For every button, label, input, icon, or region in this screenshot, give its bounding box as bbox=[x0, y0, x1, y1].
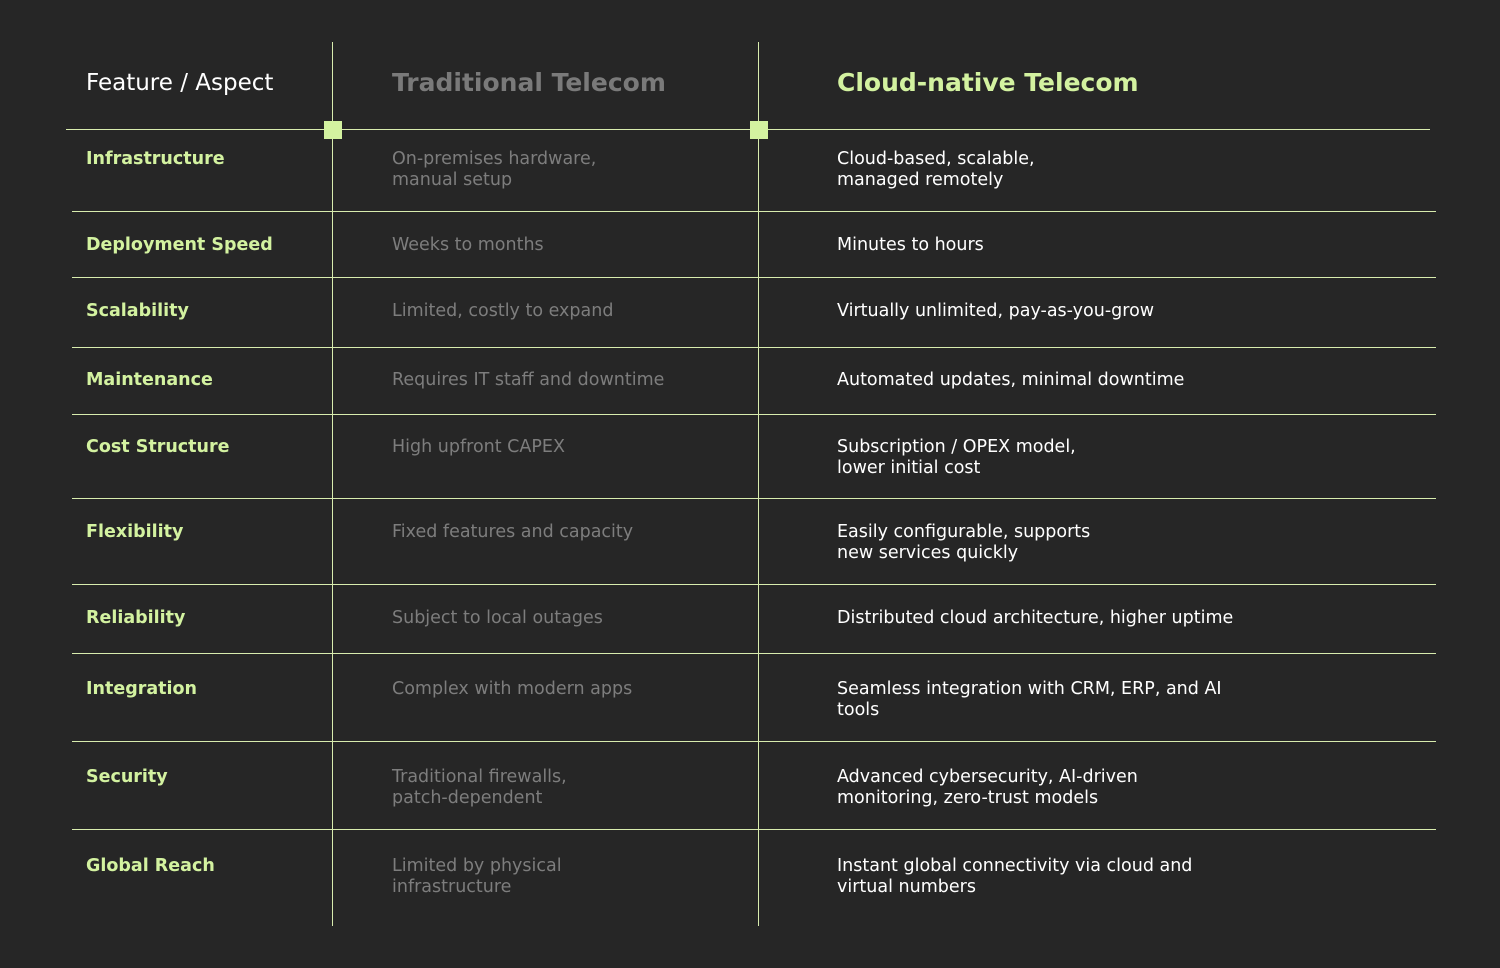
cloud-cell: Distributed cloud architecture, higher u… bbox=[837, 608, 1307, 629]
row-divider bbox=[72, 277, 1436, 278]
cell-line: Fixed features and capacity bbox=[392, 522, 634, 542]
cell-line: Subscription / OPEX model, bbox=[837, 437, 1076, 457]
intersection-square bbox=[324, 121, 342, 139]
feature-cell: Reliability bbox=[86, 608, 186, 628]
cell-line: managed remotely bbox=[837, 170, 1004, 190]
row-divider bbox=[72, 211, 1436, 212]
cloud-cell: Seamless integration with CRM, ERP, and … bbox=[837, 679, 1307, 721]
header-feature-aspect: Feature / Aspect bbox=[86, 70, 274, 96]
row-divider bbox=[72, 653, 1436, 654]
cell-line: Virtually unlimited, pay-as-you-grow bbox=[837, 301, 1155, 321]
traditional-cell: Limited by physical infrastructure bbox=[392, 856, 722, 898]
traditional-cell: Complex with modern apps bbox=[392, 679, 722, 700]
cell-line: manual setup bbox=[392, 170, 513, 190]
cell-line: High upfront CAPEX bbox=[392, 437, 565, 457]
header-cloud-native-telecom: Cloud-native Telecom bbox=[837, 68, 1139, 97]
header-traditional-telecom: Traditional Telecom bbox=[392, 68, 666, 97]
cloud-cell: Instant global connectivity via cloud an… bbox=[837, 856, 1307, 898]
cloud-cell: Easily configurable, supports new servic… bbox=[837, 522, 1307, 564]
traditional-cell: Fixed features and capacity bbox=[392, 522, 722, 543]
row-divider bbox=[72, 829, 1436, 830]
cell-line: Minutes to hours bbox=[837, 235, 984, 255]
cell-line: Instant global connectivity via cloud an… bbox=[837, 856, 1193, 876]
cell-line: Limited by physical bbox=[392, 856, 562, 876]
traditional-cell: Traditional firewalls, patch-dependent bbox=[392, 767, 722, 809]
cell-line: Weeks to months bbox=[392, 235, 544, 255]
cloud-cell: Cloud-based, scalable, managed remotely bbox=[837, 149, 1307, 191]
row-divider bbox=[72, 741, 1436, 742]
feature-cell: Infrastructure bbox=[86, 149, 225, 169]
row-divider bbox=[72, 414, 1436, 415]
feature-cell: Scalability bbox=[86, 301, 189, 321]
cell-line: Advanced cybersecurity, AI-driven bbox=[837, 767, 1138, 787]
cell-line: new services quickly bbox=[837, 543, 1019, 563]
cell-line: lower initial cost bbox=[837, 458, 981, 478]
cell-line: Complex with modern apps bbox=[392, 679, 633, 699]
traditional-cell: Requires IT staff and downtime bbox=[392, 370, 722, 391]
cell-line: Seamless integration with CRM, ERP, and … bbox=[837, 679, 1222, 699]
cell-line: Cloud-based, scalable, bbox=[837, 149, 1035, 169]
cloud-cell: Minutes to hours bbox=[837, 235, 1307, 256]
cell-line: Requires IT staff and downtime bbox=[392, 370, 665, 390]
traditional-cell: On-premises hardware, manual setup bbox=[392, 149, 722, 191]
row-divider bbox=[72, 347, 1436, 348]
feature-cell: Deployment Speed bbox=[86, 235, 273, 255]
cell-line: monitoring, zero-trust models bbox=[837, 788, 1099, 808]
cloud-cell: Automated updates, minimal downtime bbox=[837, 370, 1307, 391]
cell-line: Easily configurable, supports bbox=[837, 522, 1091, 542]
cell-line: tools bbox=[837, 700, 880, 720]
cell-line: Automated updates, minimal downtime bbox=[837, 370, 1185, 390]
feature-cell: Flexibility bbox=[86, 522, 184, 542]
feature-cell: Security bbox=[86, 767, 168, 787]
cell-line: infrastructure bbox=[392, 877, 512, 897]
cell-line: virtual numbers bbox=[837, 877, 976, 897]
cloud-cell: Advanced cybersecurity, AI-driven monito… bbox=[837, 767, 1307, 809]
feature-cell: Cost Structure bbox=[86, 437, 230, 457]
feature-cell: Global Reach bbox=[86, 856, 215, 876]
cell-line: Limited, costly to expand bbox=[392, 301, 614, 321]
traditional-cell: High upfront CAPEX bbox=[392, 437, 722, 458]
cell-line: Subject to local outages bbox=[392, 608, 603, 628]
cell-line: patch-dependent bbox=[392, 788, 543, 808]
column-divider-2 bbox=[758, 42, 759, 926]
row-divider bbox=[72, 498, 1436, 499]
cell-line: On-premises hardware, bbox=[392, 149, 597, 169]
cell-line: Distributed cloud architecture, higher u… bbox=[837, 608, 1234, 628]
column-divider-1 bbox=[332, 42, 333, 926]
intersection-square bbox=[750, 121, 768, 139]
cell-line: Traditional firewalls, bbox=[392, 767, 567, 787]
header-divider bbox=[66, 129, 1430, 130]
traditional-cell: Weeks to months bbox=[392, 235, 722, 256]
traditional-cell: Subject to local outages bbox=[392, 608, 722, 629]
feature-cell: Integration bbox=[86, 679, 198, 699]
cloud-cell: Subscription / OPEX model, lower initial… bbox=[837, 437, 1307, 479]
feature-cell: Maintenance bbox=[86, 370, 213, 390]
row-divider bbox=[72, 584, 1436, 585]
cloud-cell: Virtually unlimited, pay-as-you-grow bbox=[837, 301, 1307, 322]
traditional-cell: Limited, costly to expand bbox=[392, 301, 722, 322]
